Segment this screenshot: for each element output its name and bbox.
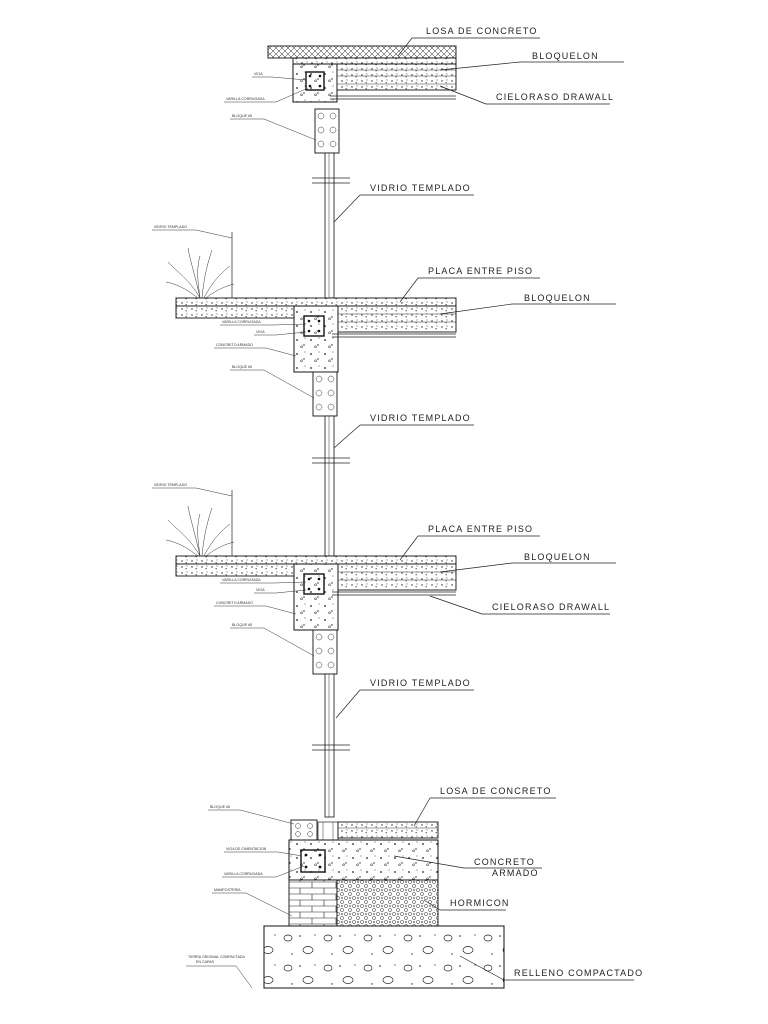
foundation: [263, 819, 505, 989]
small-label-viga-2: VIGA: [256, 588, 265, 592]
label-concreto-armado-1: CONCRETO: [474, 857, 535, 867]
small-label-concreto-2: CONCRETO ARMADO: [216, 601, 253, 605]
label-losa-de-concreto-base: LOSA DE CONCRETO: [440, 786, 552, 796]
small-label-viga-cimentacion: VIGA DE CIMENTACION: [226, 847, 267, 851]
label-cieloraso-drawall-2: CIELORASO DRAWALL: [492, 602, 610, 612]
plant-2: [165, 505, 235, 557]
small-label-varilla-2: VARILLA CORRUGADA: [222, 578, 261, 582]
block-column-top: [314, 108, 340, 154]
glass-panel-2: [312, 415, 350, 557]
glass-panel-1: [312, 152, 350, 299]
label-placa-entre-piso-2: PLACA ENTRE PISO: [428, 524, 533, 534]
label-losa-de-concreto-top: LOSA DE CONCRETO: [426, 26, 538, 36]
label-vidrio-templado-2: VIDRIO TEMPLADO: [370, 413, 471, 423]
small-label-varilla-top: VARILLA CORRUGADA: [226, 97, 265, 101]
small-label-vidrio-1: VIDRIO TEMPLADO: [154, 225, 187, 229]
floor-slab-2: [175, 490, 457, 631]
small-label-viga-top: VIGA: [254, 72, 263, 76]
label-placa-entre-piso-1: PLACA ENTRE PISO: [428, 266, 533, 276]
floor-slab-1: [175, 232, 457, 373]
small-label-viga-1: VIGA: [256, 330, 265, 334]
label-cieloraso-drawall-top: CIELORASO DRAWALL: [496, 92, 614, 102]
label-bloquelon-2: BLOQUELON: [524, 552, 591, 562]
small-label-varilla-base: VARILLA CORRUGADA: [224, 872, 263, 876]
small-label-concreto-1: CONCRETO ARMADO: [216, 343, 253, 347]
small-label-terreno-1: TIERRA ORIGINAL COMPACTADA: [188, 955, 245, 959]
glass-panel-3: [312, 673, 350, 818]
label-vidrio-templado-1: VIDRIO TEMPLADO: [370, 183, 471, 193]
label-relleno-compactado: RELLENO COMPACTADO: [514, 968, 643, 978]
small-label-mamposteria: MAMPOSTERIA: [214, 888, 241, 892]
small-labels: VIGA VARILLA CORRUGADA BLOQUE #5 VIDRIO …: [152, 72, 317, 989]
top-slab: [267, 45, 457, 103]
small-label-bloque-1: BLOQUE #5: [232, 365, 252, 369]
small-label-terreno-2: EN CAPAS: [196, 960, 215, 964]
label-vidrio-templado-3: VIDRIO TEMPLADO: [370, 678, 471, 688]
block-column-2: [312, 629, 338, 675]
small-label-bloque-2: BLOQUE #5: [232, 623, 252, 627]
labels: LOSA DE CONCRETO BLOQUELON CIELORASO DRA…: [333, 26, 643, 981]
plant-1: [165, 247, 235, 299]
block-column-1: [312, 371, 338, 417]
label-hormicon: HORMICON: [450, 898, 510, 908]
small-label-bloque-base: BLOQUE #5: [210, 805, 230, 809]
label-concreto-armado-2: ARMADO: [492, 868, 539, 878]
small-label-bloque-top: BLOQUE #5: [232, 114, 252, 118]
small-label-vidrio-2: VIDRIO TEMPLADO: [154, 483, 187, 487]
label-bloquelon-top: BLOQUELON: [532, 51, 599, 61]
small-label-varilla-1: VARILLA CORRUGADA: [222, 320, 261, 324]
label-bloquelon-1: BLOQUELON: [524, 293, 591, 303]
